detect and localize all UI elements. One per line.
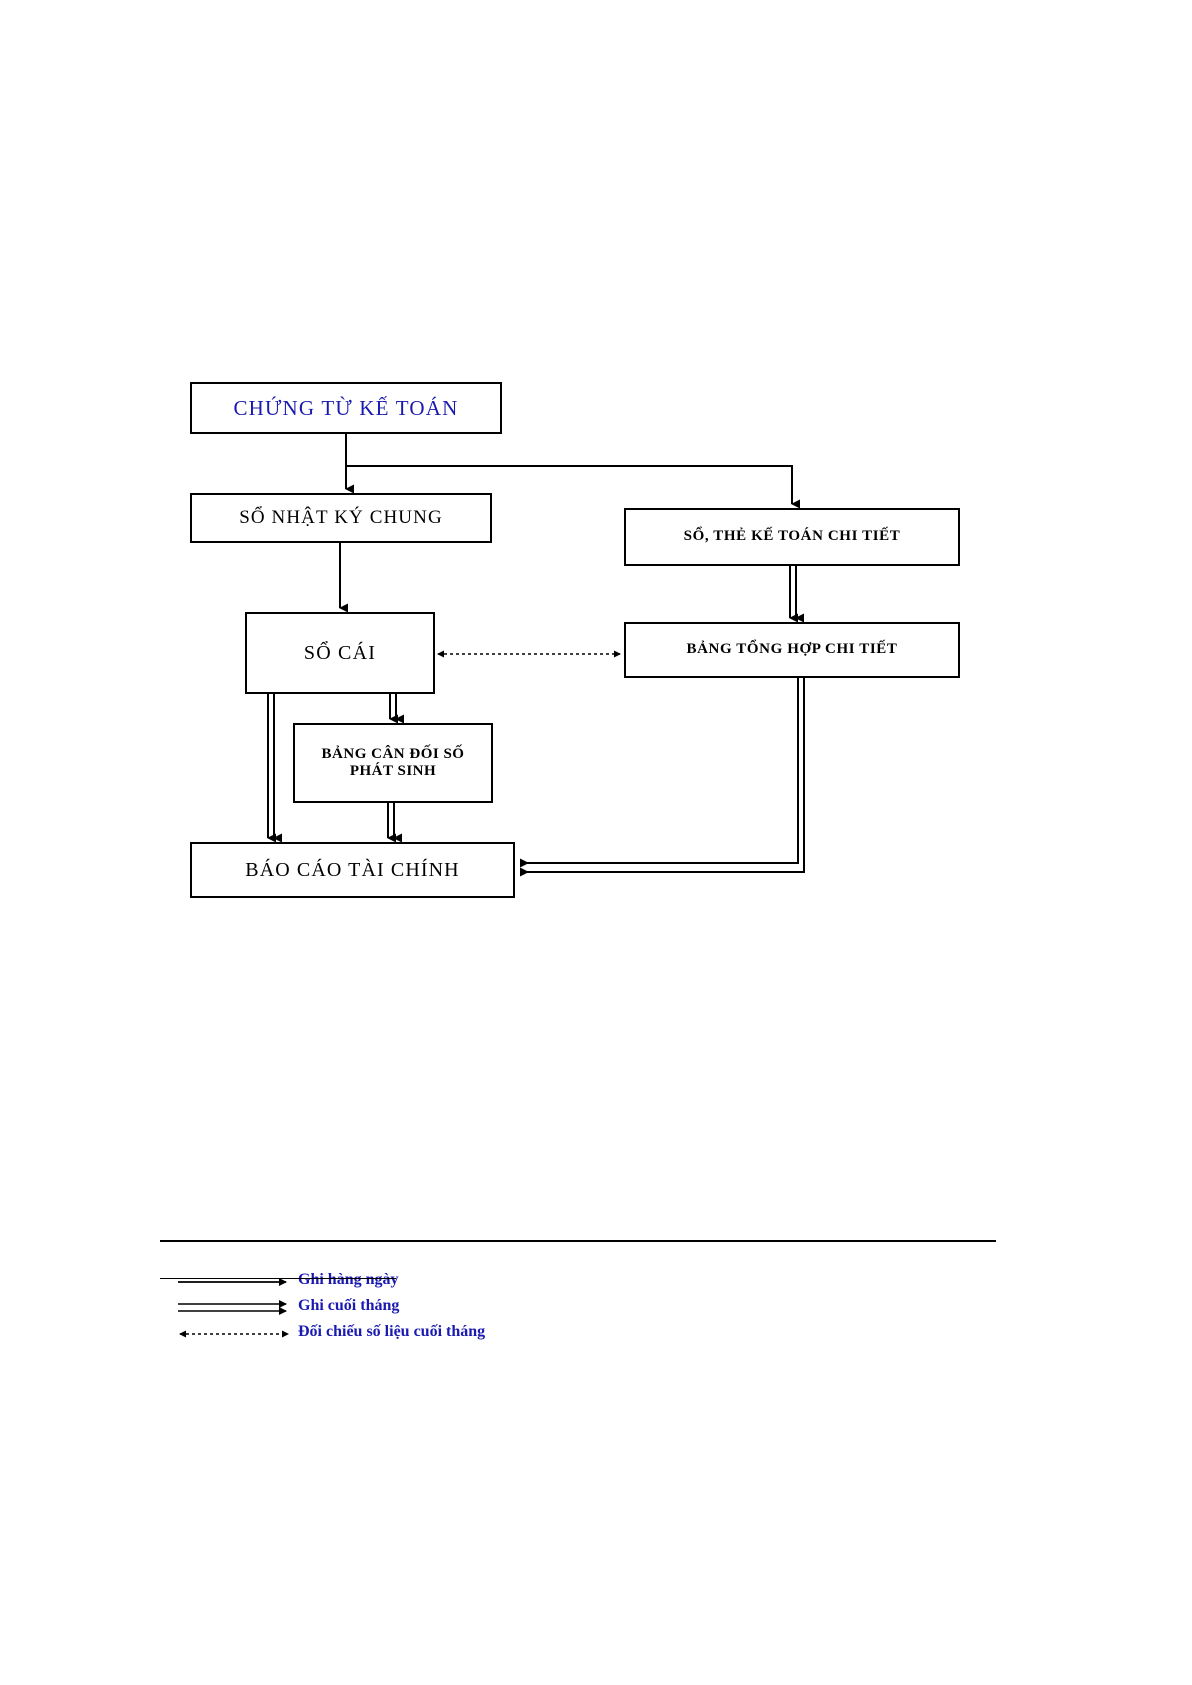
node-chung-tu-ke-toan: CHỨNG TỪ KẾ TOÁN (190, 382, 502, 434)
footer-divider-short (160, 1278, 396, 1279)
accounting-flowchart: BẢNG TỔNG HỢP (dotted, double headed) --… (150, 360, 1010, 1020)
node-so-nhat-ky-chung: SỔ NHẬT KÝ CHUNG (190, 493, 492, 543)
dotted-double-arrow-icon (179, 1330, 289, 1338)
footer-divider-long (160, 1240, 996, 1242)
node-so-cai: SỔ CÁI (245, 612, 435, 694)
node-bang-can-doi-so-phat-sinh: BẢNG CÂN ĐỐI SỐ PHÁT SINH (293, 723, 493, 803)
legend-label: Ghi cuối tháng (298, 1297, 400, 1314)
node-label: BÁO CÁO TÀI CHÍNH (245, 858, 460, 881)
node-label-line1: BẢNG CÂN ĐỐI SỐ (321, 745, 465, 762)
legend-item-ghi-cuoi-thang: Ghi cuối tháng (176, 1296, 636, 1322)
node-bao-cao-tai-chinh: BÁO CÁO TÀI CHÍNH (190, 842, 515, 898)
node-label: SỔ, THẺ KẾ TOÁN CHI TIẾT (683, 528, 901, 545)
single-arrow-icon (178, 1278, 287, 1286)
legend-item-ghi-hang-ngay: Ghi hàng ngày (176, 1270, 636, 1296)
node-bang-tong-hop-chi-tiet: BẢNG TỔNG HỢP CHI TIẾT (624, 622, 960, 678)
legend-label: Đối chiếu số liệu cuối tháng (298, 1323, 486, 1340)
node-label: SỔ NHẬT KÝ CHUNG (239, 507, 443, 529)
legend-label: Ghi hàng ngày (298, 1271, 399, 1288)
double-arrow-icon (178, 1300, 287, 1315)
node-label: BẢNG TỔNG HỢP CHI TIẾT (686, 641, 898, 658)
node-so-the-ke-toan-chi-tiet: SỔ, THẺ KẾ TOÁN CHI TIẾT (624, 508, 960, 566)
legend-item-doi-chieu-so-lieu-cuoi-thang: Đối chiếu số liệu cuối tháng (176, 1322, 636, 1348)
node-label: SỔ CÁI (303, 641, 377, 664)
diagram-legend: Ghi hàng ngày Ghi cuối tháng (176, 1270, 636, 1360)
node-label: BẢNG CÂN ĐỐI SỐ PHÁT SINH (316, 746, 471, 781)
node-label-line2: PHÁT SINH (349, 763, 437, 779)
node-label: CHỨNG TỪ KẾ TOÁN (233, 395, 459, 420)
